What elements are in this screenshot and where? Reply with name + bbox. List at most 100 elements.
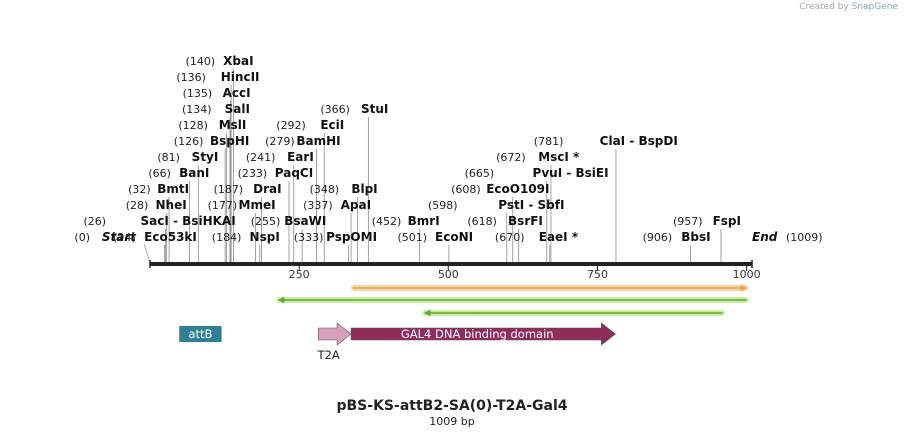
site-position-bsawi: (255) bbox=[251, 215, 281, 228]
site-position-acci: (135) bbox=[183, 87, 213, 100]
site-name-hincii: HincII bbox=[221, 70, 260, 84]
site-name-ecoo109i: EcoO109I bbox=[486, 182, 549, 196]
site-position-drai: (187) bbox=[214, 183, 244, 196]
site-name-fspi: FspI bbox=[713, 214, 741, 228]
ruler-tick-label: 250 bbox=[289, 268, 310, 281]
site-name-bsrfi: BsrFI bbox=[508, 214, 543, 228]
site-position-msci: (672) bbox=[496, 151, 526, 164]
feature-arrow bbox=[317, 322, 352, 346]
site-name-eaei: EaeI * bbox=[539, 230, 579, 244]
ruler-tick-label: 1000 bbox=[733, 268, 761, 281]
orf-arrows bbox=[276, 284, 749, 317]
site-name-blpi: BlpI bbox=[351, 182, 377, 196]
site-name-bsawi: BsaWI bbox=[284, 214, 326, 228]
site-name-pvui-bsiei: PvuI - BsiEI bbox=[533, 166, 609, 180]
site-position-bmti: (32) bbox=[128, 183, 151, 196]
site-position-paqci: (233) bbox=[238, 167, 268, 180]
site-position-clai-bspdi: (781) bbox=[534, 135, 564, 148]
site-name-ecii: EciI bbox=[320, 118, 344, 132]
features: attB T2A GAL4 DNA binding domain bbox=[179, 322, 616, 362]
feature-box bbox=[179, 326, 222, 342]
snapgene-credit: Created by SnapGene bbox=[799, 2, 898, 12]
start-label: Start bbox=[102, 230, 137, 244]
site-name-mmei: MmeI bbox=[239, 198, 276, 212]
site-name-msli: MslI bbox=[219, 118, 247, 132]
site-name-acci: AccI bbox=[223, 86, 251, 100]
site-position-ecii: (292) bbox=[276, 119, 306, 132]
site-name-pspomi: PspOMI bbox=[326, 230, 377, 244]
site-name-bamhi: BamHI bbox=[296, 134, 340, 148]
site-name-bsphi: BspHI bbox=[210, 134, 249, 148]
backbone-line bbox=[150, 262, 752, 266]
feature-label: T2A bbox=[317, 348, 340, 362]
site-name-bmti: BmtI bbox=[157, 182, 189, 196]
site-lines bbox=[143, 69, 722, 263]
site-position-bsphi: (126) bbox=[174, 135, 204, 148]
site-name-stui: StuI bbox=[361, 102, 388, 116]
credit-prefix: Created by bbox=[799, 2, 849, 12]
feature-label: attB bbox=[188, 327, 212, 341]
site-position-fspi: (957) bbox=[673, 215, 703, 228]
site-name-bmri: BmrI bbox=[408, 214, 440, 228]
site-position-ecoo109i: (608) bbox=[451, 183, 481, 196]
site-position-msli: (128) bbox=[178, 119, 208, 132]
orf-3 bbox=[422, 309, 725, 317]
site-name-msci: MscI * bbox=[538, 150, 580, 164]
plasmid-name: pBS-KS-attB2-SA(0)-T2A-Gal4 bbox=[336, 398, 568, 414]
orf-1 bbox=[350, 284, 749, 292]
site-name-psti-sbfi: PstI - SbfI bbox=[498, 198, 564, 212]
site-position-bbsi: (906) bbox=[643, 231, 673, 244]
site-position-eco53ki: (24) bbox=[113, 231, 136, 244]
site-name-bani: BanI bbox=[179, 166, 209, 180]
snapgene-logo-text: SnapGene bbox=[851, 2, 898, 12]
site-labels: Start (0) Eco53kI (24) SacI - BsiHKAI (26) Nhe… bbox=[74, 54, 822, 244]
site-position-nspi: (184) bbox=[212, 231, 242, 244]
site-position-saci-bsihkai: (26) bbox=[83, 215, 106, 228]
site-position-blpi: (348) bbox=[310, 183, 340, 196]
feature-attb: attB bbox=[179, 326, 222, 342]
site-name-styi: StyI bbox=[192, 150, 219, 164]
orf-arrowhead bbox=[740, 284, 747, 292]
site-position-styi: (81) bbox=[157, 151, 180, 164]
site-name-econi: EcoNI bbox=[435, 230, 473, 244]
site-position-eaei: (670) bbox=[495, 231, 525, 244]
site-position-nhei: (28) bbox=[126, 199, 149, 212]
site-position-mmei: (177) bbox=[208, 199, 238, 212]
site-position-pvui-bsiei: (665) bbox=[465, 167, 495, 180]
site-position-econi: (501) bbox=[398, 231, 428, 244]
site-position-pspomi: (333) bbox=[294, 231, 324, 244]
plasmid-length: 1009 bp bbox=[429, 415, 475, 428]
site-name-eco53ki: Eco53kI bbox=[144, 230, 197, 244]
end-position: (1009) bbox=[786, 231, 823, 244]
feature-gal4-dna-binding-domain: GAL4 DNA binding domain bbox=[350, 322, 616, 346]
site-name-drai: DraI bbox=[253, 182, 281, 196]
site-position-bmri: (452) bbox=[372, 215, 402, 228]
site-name-clai-bspdi: ClaI - BspDI bbox=[600, 134, 678, 148]
site-name-nspi: NspI bbox=[250, 230, 280, 244]
site-name-saci-bsihkai: SacI - BsiHKAI bbox=[141, 214, 236, 228]
start-position: (0) bbox=[74, 231, 90, 244]
site-name-apai: ApaI bbox=[341, 198, 371, 212]
orf-arrowhead bbox=[278, 296, 285, 304]
start-leader bbox=[143, 243, 151, 263]
ruler-tick-label: 500 bbox=[438, 268, 459, 281]
feature-arrow bbox=[350, 322, 616, 346]
site-position-eari: (241) bbox=[246, 151, 276, 164]
feature-label: GAL4 DNA binding domain bbox=[401, 327, 554, 341]
site-name-paqci: PaqCI bbox=[275, 166, 313, 180]
site-position-hincii: (136) bbox=[176, 71, 206, 84]
backbone: 250 500 750 1000 bbox=[149, 260, 761, 281]
site-name-sali: SalI bbox=[225, 102, 250, 116]
site-position-bamhi: (279) bbox=[265, 135, 295, 148]
ruler-tick-label: 750 bbox=[587, 268, 608, 281]
site-name-nhei: NheI bbox=[156, 198, 187, 212]
orf-2 bbox=[276, 296, 749, 304]
site-position-bani: (66) bbox=[148, 167, 171, 180]
site-position-xbai: (140) bbox=[186, 55, 216, 68]
site-name-bbsi: BbsI bbox=[681, 230, 710, 244]
site-name-eari: EarI bbox=[287, 150, 314, 164]
orf-arrowhead bbox=[424, 309, 431, 317]
site-position-sali: (134) bbox=[182, 103, 212, 116]
end-label: End bbox=[752, 230, 778, 244]
